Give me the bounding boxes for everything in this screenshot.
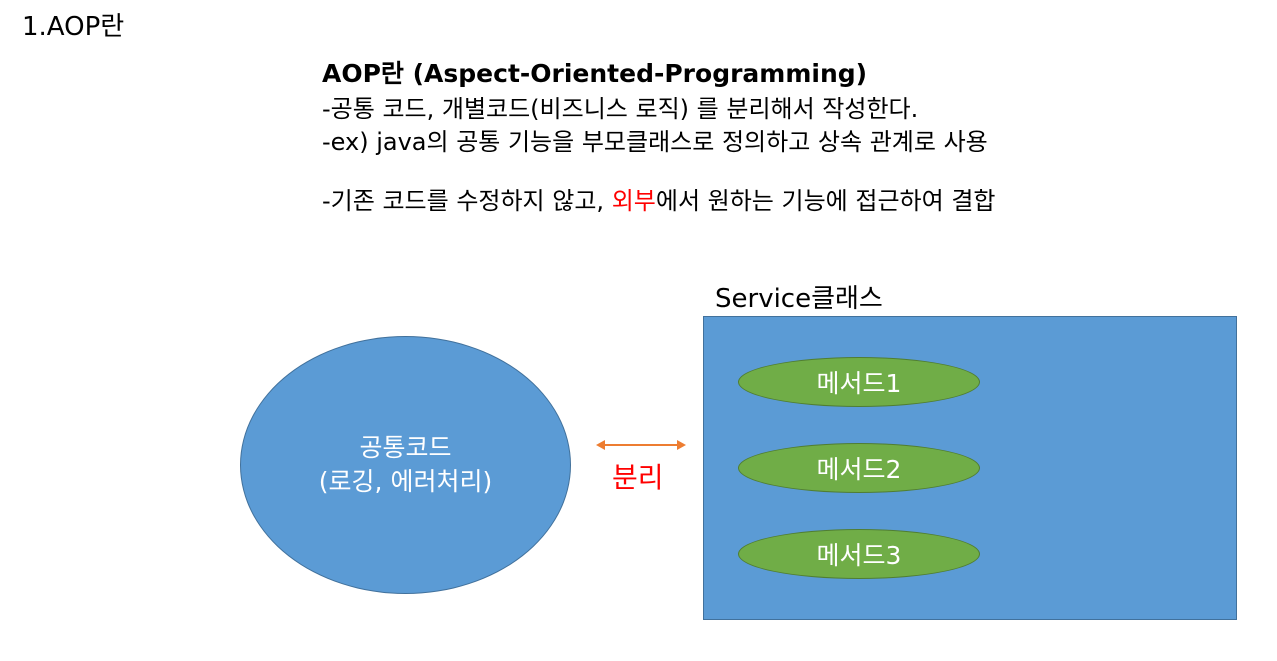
line-3-prefix: -기존 코드를 수정하지 않고, <box>322 187 612 215</box>
common-code-ellipse: 공통코드 (로깅, 에러처리) <box>240 336 571 594</box>
method-1-ellipse: 메서드1 <box>738 357 980 407</box>
aop-title: AOP란 (Aspect-Oriented-Programming) <box>322 59 868 88</box>
line-3-highlight: 외부 <box>611 187 656 215</box>
separation-label: 분리 <box>612 461 664 494</box>
method-2-ellipse: 메서드2 <box>738 443 980 493</box>
description-line-1: -공통 코드, 개별코드(비즈니스 로직) 를 분리해서 작성한다. <box>322 95 919 123</box>
slide-number: 1.AOP란 <box>22 12 125 42</box>
common-code-detail: (로깅, 에러처리) <box>318 467 493 496</box>
common-code-title: 공통코드 <box>359 433 452 462</box>
description-line-3: -기존 코드를 수정하지 않고, 외부에서 원하는 기능에 접근하여 결합 <box>322 181 996 216</box>
description-line-2: -ex) java의 공통 기능을 부모클래스로 정의하고 상속 관계로 사용 <box>322 128 988 156</box>
line-3-suffix: 에서 원하는 기능에 접근하여 결합 <box>655 187 996 215</box>
service-class-label: Service클래스 <box>715 284 883 314</box>
service-class-box: 메서드1 메서드2 메서드3 <box>703 316 1237 620</box>
double-arrow-icon <box>596 440 686 450</box>
method-3-ellipse: 메서드3 <box>738 529 980 579</box>
